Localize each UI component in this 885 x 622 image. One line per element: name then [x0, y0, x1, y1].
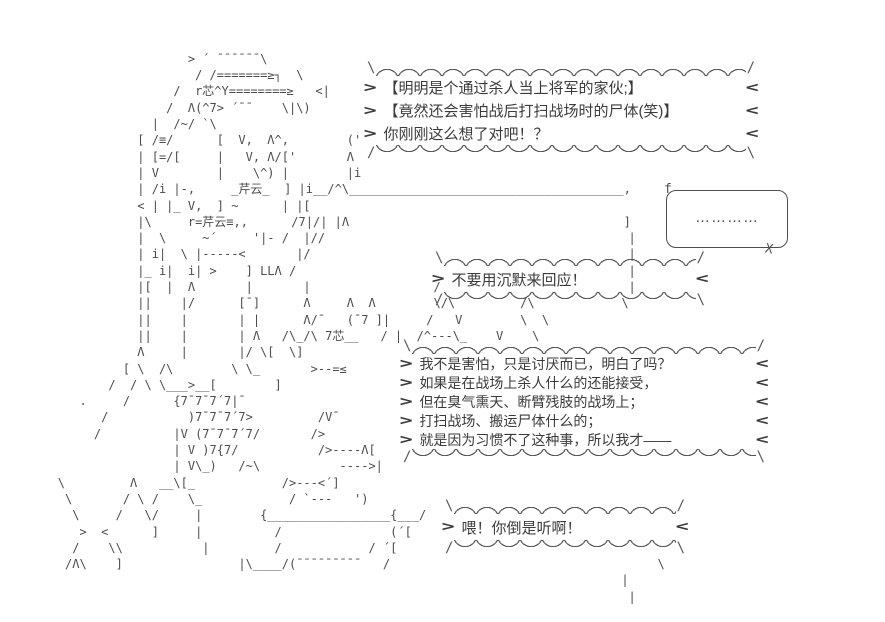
bubble-scallop-top: \/: [402, 336, 766, 354]
bubble-scallop-top: \/: [366, 58, 756, 76]
left-chevron: >: [399, 374, 413, 391]
bubble-corner: \: [445, 498, 454, 514]
left-chevron: >: [363, 102, 377, 119]
speech-bubble-shout-bottom: \/>喂！你倒是听啊！</\: [441, 496, 689, 556]
bubble-text: 但在臭气熏天、断臂残肢的战场上；: [419, 393, 644, 410]
speech-bubble-silence: f ………… X: [664, 182, 788, 258]
bubble-scallop-top: \/: [434, 248, 706, 266]
right-chevron: <: [745, 102, 759, 119]
bubble-corner: \: [367, 60, 376, 76]
bubble-line: > 如果是在战场上杀人什么的还能接受， <: [399, 373, 769, 392]
bubble-corner: \: [756, 449, 765, 465]
silence-dots-text: …………: [695, 209, 759, 226]
bubble-text: 不要用沉默来回应！: [451, 271, 587, 289]
bubble-corner: /: [696, 250, 705, 266]
ascii-art-figure: > ´ ¯¯¯¯¯¯\ / /=======≥┐ \ / r芯^Y=======…: [57, 51, 665, 604]
bubble-text: 我不是害怕，只是讨厌而已，明白了吗？: [419, 355, 672, 372]
right-chevron: <: [675, 519, 689, 535]
right-chevron: <: [755, 431, 769, 448]
speech-bubble-shout-large: \/>我不是害怕，只是讨厌而已，明白了吗？<>如果是在战场上杀人什么的还能接受，…: [399, 336, 769, 465]
scallop-border: [454, 496, 676, 514]
bubble-corner: \: [676, 540, 685, 556]
scallop-border: [412, 449, 756, 465]
bubble-corner: \: [435, 250, 444, 266]
bubble-line: > 我不是害怕，只是讨厌而已，明白了吗？ <: [399, 354, 769, 373]
bubble-text: 就是因为习惯不了这种事，所以我才——: [419, 431, 672, 448]
bubble-corner: /: [435, 292, 444, 308]
left-chevron: >: [399, 355, 413, 372]
bubble-text: 如果是在战场上杀人什么的还能接受，: [419, 374, 658, 391]
left-chevron: >: [441, 519, 455, 535]
right-chevron: <: [755, 393, 769, 410]
bubble-corner: /: [445, 540, 454, 556]
bubble-text: 【竟然还会害怕战后打扫战场时的尸体(笑)】: [383, 103, 679, 120]
scallop-border: [376, 58, 746, 76]
right-chevron: <: [755, 374, 769, 391]
bubble-text: 打扫战场、搬运尸体什么的；: [419, 412, 602, 429]
right-chevron: <: [695, 271, 709, 287]
bubble-corner: /: [676, 498, 685, 514]
bubble-line: > 但在臭气熏天、断臂残肢的战场上； <: [399, 392, 769, 411]
bubble-corner: /: [367, 145, 376, 161]
right-chevron: <: [745, 79, 759, 96]
bubble-line: > 喂！你倒是听啊！ <: [441, 514, 689, 540]
bubble-line: > 你刚刚这么想了对吧！？ <: [363, 122, 759, 145]
bubble-text: 【明明是个通过杀人当上将军的家伙;】: [383, 80, 643, 97]
bubble-text: 你刚刚这么想了对吧！？: [383, 126, 549, 143]
bubble-scallop-top: \/: [444, 496, 686, 514]
scallop-border: [444, 292, 696, 308]
speech-bubble-shout-middle: \/>不要用沉默来回应！</\: [431, 248, 709, 308]
bubble-line: > 不要用沉默来回应！ <: [431, 266, 709, 292]
scallop-border: [412, 336, 756, 354]
right-chevron: <: [755, 355, 769, 372]
left-chevron: >: [431, 271, 445, 287]
bubble-text: 喂！你倒是听啊！: [461, 519, 582, 537]
left-chevron: >: [363, 125, 377, 142]
bubble-corner: \: [696, 292, 705, 308]
bubble-corner: \: [403, 338, 412, 354]
bubble-corner: /: [746, 60, 755, 76]
scallop-border: [444, 248, 696, 266]
bubble-scallop-bottom: /\: [434, 292, 706, 308]
bubble-corner: /: [403, 449, 412, 465]
bubble-corner: /: [756, 338, 765, 354]
right-chevron: <: [755, 412, 769, 429]
bubble-border-curl: f: [664, 182, 672, 197]
left-chevron: >: [399, 431, 413, 448]
bubble-line: > 【明明是个通过杀人当上将军的家伙;】 <: [363, 76, 759, 99]
left-chevron: >: [399, 393, 413, 410]
scallop-border: [376, 145, 746, 161]
scallop-border: [454, 540, 676, 556]
left-chevron: >: [363, 79, 377, 96]
bubble-tail-icon: X: [763, 241, 775, 258]
left-chevron: >: [399, 412, 413, 429]
speech-bubble-shout-top: \/>【明明是个通过杀人当上将军的家伙;】<>【竟然还会害怕战后打扫战场时的尸体…: [363, 58, 759, 161]
bubble-scallop-bottom: /\: [444, 540, 686, 556]
bubble-line: > 就是因为习惯不了这种事，所以我才—— <: [399, 430, 769, 449]
right-chevron: <: [745, 125, 759, 142]
bubble-corner: \: [746, 145, 755, 161]
bubble-scallop-bottom: /\: [402, 449, 766, 465]
bubble-line: > 【竟然还会害怕战后打扫战场时的尸体(笑)】 <: [363, 99, 759, 122]
bubble-scallop-bottom: /\: [366, 145, 756, 161]
bubble-line: > 打扫战场、搬运尸体什么的； <: [399, 411, 769, 430]
